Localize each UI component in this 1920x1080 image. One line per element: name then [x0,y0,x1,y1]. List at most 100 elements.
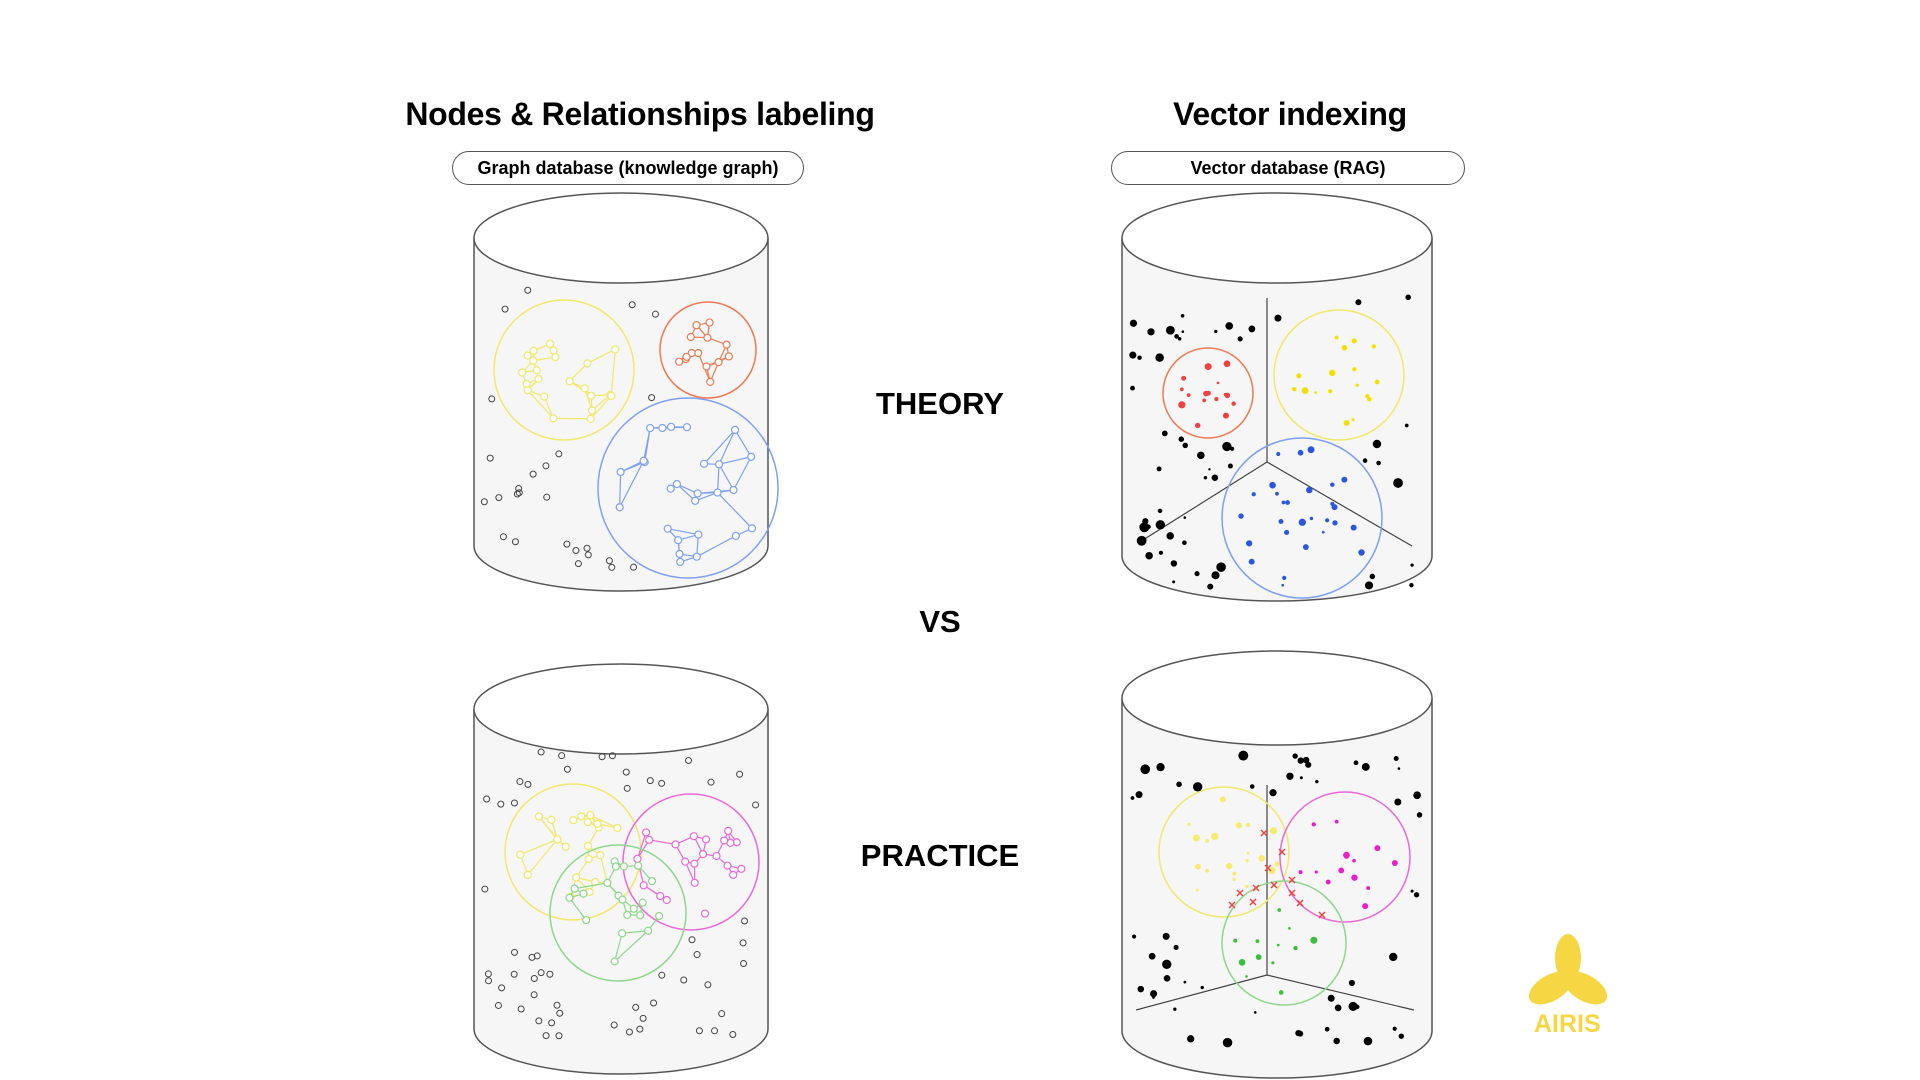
vector-point [1214,329,1218,334]
graph-node-dot [572,546,580,554]
graph-node-dot [608,563,616,571]
graph-node-dot [623,784,631,792]
vector-point [1416,812,1423,818]
graph-node-dot [481,885,489,893]
vector-database-practice-cylinder [1121,650,1433,1079]
vector-point [1152,996,1155,999]
graph-node-dot [658,779,666,787]
graph-node-dot [680,976,688,984]
graph-node-dot [483,795,491,803]
graph-node-dot [516,778,524,786]
vector-point [1248,325,1256,333]
vector-point [1173,1007,1177,1011]
graph-node-dot [651,310,659,318]
theory-label: THEORY [875,386,1005,421]
vector-point [1129,319,1138,327]
cylinder-lid [473,192,769,284]
vector-cluster [1221,880,1347,1006]
vector-point [1249,784,1255,789]
vector-point [1142,518,1149,525]
vector-point [1155,520,1166,530]
vector-point [1302,756,1310,764]
vector-point [1182,540,1187,546]
graph-node-dot [658,971,666,979]
vector-point [1130,385,1135,391]
graph-node-dot [625,1028,633,1036]
vector-point [1170,560,1178,567]
graph-node-dot [510,799,518,807]
cylinder-body [473,709,769,1075]
vector-point [1132,934,1137,939]
vector-point [1139,522,1150,533]
graph-node-dot [515,485,523,493]
graph-node-dot [484,970,492,978]
graph-node-dot [558,752,566,760]
vector-point [1211,571,1220,580]
vector-point [1208,468,1211,471]
vector-point [1364,581,1374,590]
vector-point [1413,892,1420,898]
vector-point [1376,460,1381,466]
graph-node-dot [741,917,749,925]
vector-point [1353,760,1359,766]
vector-point [1348,1001,1358,1011]
graph-node-dot [494,1001,502,1009]
graph-node-dot [529,470,537,478]
vector-point [1135,791,1143,799]
graph-node-dot [574,560,582,568]
graph-node-dot [608,752,616,760]
vector-point [1299,776,1303,780]
graph-node-dot [511,948,519,956]
vector-point [1362,458,1368,463]
vector-point [1324,1026,1330,1032]
graph-node-dot [486,454,494,462]
vector-point [1161,430,1168,437]
vector-point [1197,451,1205,460]
vector-point [1183,980,1187,984]
cylinder-lid [1121,650,1433,746]
vector-point [1361,762,1370,771]
vector-point [1327,994,1335,1002]
vector-database-label: Vector database (RAG) [1111,151,1465,185]
graph-node-dot [501,305,509,313]
vector-point [1398,1033,1405,1039]
graph-node-dot [693,951,701,959]
airis-logo-text: AIRIS [1534,1010,1601,1038]
vector-point [1363,1036,1373,1046]
vector-point [1174,334,1179,339]
airis-logo-icon [1528,934,1608,1005]
graph-node-dot [485,977,493,985]
vector-point [1315,779,1319,784]
vector-point [1222,1037,1233,1048]
vector-point [1297,757,1304,764]
overlap-cross-markers [1228,829,1326,919]
vector-point [1173,944,1179,951]
graph-node-dot [542,1032,550,1040]
graph-node-dot [650,999,658,1007]
graph-node-dot [711,1027,719,1035]
cylinder-lid [473,663,769,755]
vector-point [1410,563,1414,567]
graph-node-dot [740,960,748,968]
graph-node-dot [636,1025,644,1033]
graph-node-dot [495,494,503,502]
graph-node-dot [555,1032,563,1040]
vector-point [1216,562,1226,572]
vector-point [1372,439,1382,449]
graph-cluster [659,301,757,399]
vector-point [1410,889,1414,893]
vector-point [1183,516,1187,519]
vector-point [1389,952,1398,962]
graph-node-dot [530,991,538,999]
vector-point [1404,423,1409,428]
graph-node-dot [739,939,747,947]
vector-point [1222,441,1232,452]
graph-node-dot [488,395,496,403]
graph-node-dot [639,1014,647,1022]
vector-point [1207,583,1214,590]
graph-node-dot [555,450,563,458]
graph-column-title: Nodes & Relationships labeling [405,96,875,132]
graph-node-dot [695,1027,703,1035]
graph-node-dot [515,489,523,497]
